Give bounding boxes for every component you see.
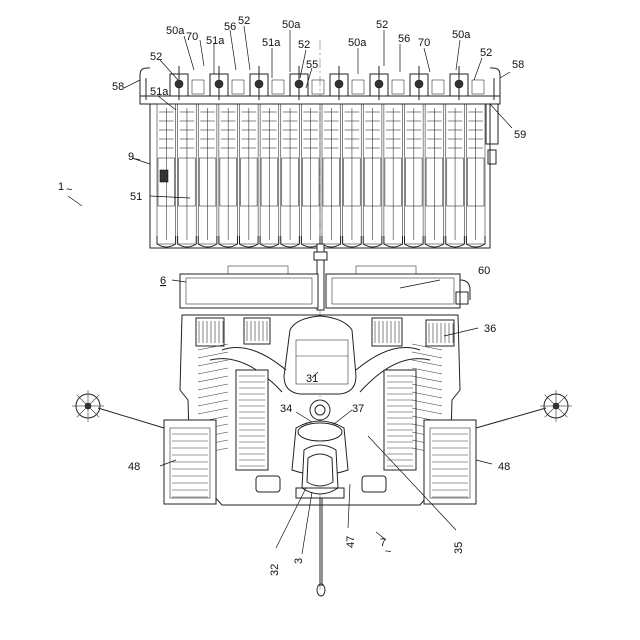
label-59: 59 bbox=[514, 129, 526, 141]
label-51: 51 bbox=[130, 191, 142, 203]
label-58-left: 58 bbox=[112, 81, 124, 93]
label-37: 37 bbox=[352, 403, 364, 415]
label-36: 36 bbox=[484, 323, 496, 335]
label-52-4: 52 bbox=[376, 19, 388, 31]
left-marker bbox=[72, 390, 164, 428]
spare-seedling-rack bbox=[180, 266, 470, 308]
label-31: 31 bbox=[306, 373, 318, 385]
label-52-1: 52 bbox=[150, 51, 162, 63]
label-58-right: 58 bbox=[512, 59, 524, 71]
label-50a-2: 50a bbox=[282, 19, 301, 31]
label-1-tilde: ~ bbox=[66, 184, 72, 196]
planting-unit bbox=[140, 66, 500, 248]
label-6: 6 bbox=[160, 275, 166, 287]
left-float bbox=[164, 420, 216, 504]
right-marker bbox=[476, 390, 572, 428]
label-52-3: 52 bbox=[298, 39, 310, 51]
label-50a-1: 50a bbox=[166, 25, 185, 37]
label-34: 34 bbox=[280, 403, 292, 415]
label-48-left: 48 bbox=[128, 461, 140, 473]
label-32: 32 bbox=[269, 564, 281, 576]
label-51a-3: 51a bbox=[262, 37, 281, 49]
right-float bbox=[424, 420, 476, 504]
planting-mechanisms bbox=[170, 66, 484, 100]
label-35: 35 bbox=[453, 542, 465, 554]
label-9-tilde: ~ bbox=[134, 154, 140, 166]
label-50a-3: 50a bbox=[348, 37, 367, 49]
label-3: 3 bbox=[293, 558, 305, 564]
label-56-1: 56 bbox=[224, 21, 236, 33]
label-70-2: 70 bbox=[418, 37, 430, 49]
label-55: 55 bbox=[306, 59, 318, 71]
seedling-trays bbox=[157, 104, 485, 244]
label-47: 47 bbox=[345, 536, 357, 548]
label-1: 1 bbox=[58, 181, 64, 193]
label-51a-2: 51a bbox=[206, 35, 225, 47]
label-56-2: 56 bbox=[398, 33, 410, 45]
label-52-5: 52 bbox=[480, 47, 492, 59]
label-70-1: 70 bbox=[186, 31, 198, 43]
label-52-2: 52 bbox=[238, 15, 250, 27]
machine-body bbox=[180, 315, 460, 596]
label-51a-1: 51a bbox=[150, 86, 169, 98]
label-7-tilde: ~ bbox=[385, 546, 391, 558]
label-60: 60 bbox=[478, 265, 490, 277]
label-48-right: 48 bbox=[498, 461, 510, 473]
label-50a-4: 50a bbox=[452, 29, 471, 41]
